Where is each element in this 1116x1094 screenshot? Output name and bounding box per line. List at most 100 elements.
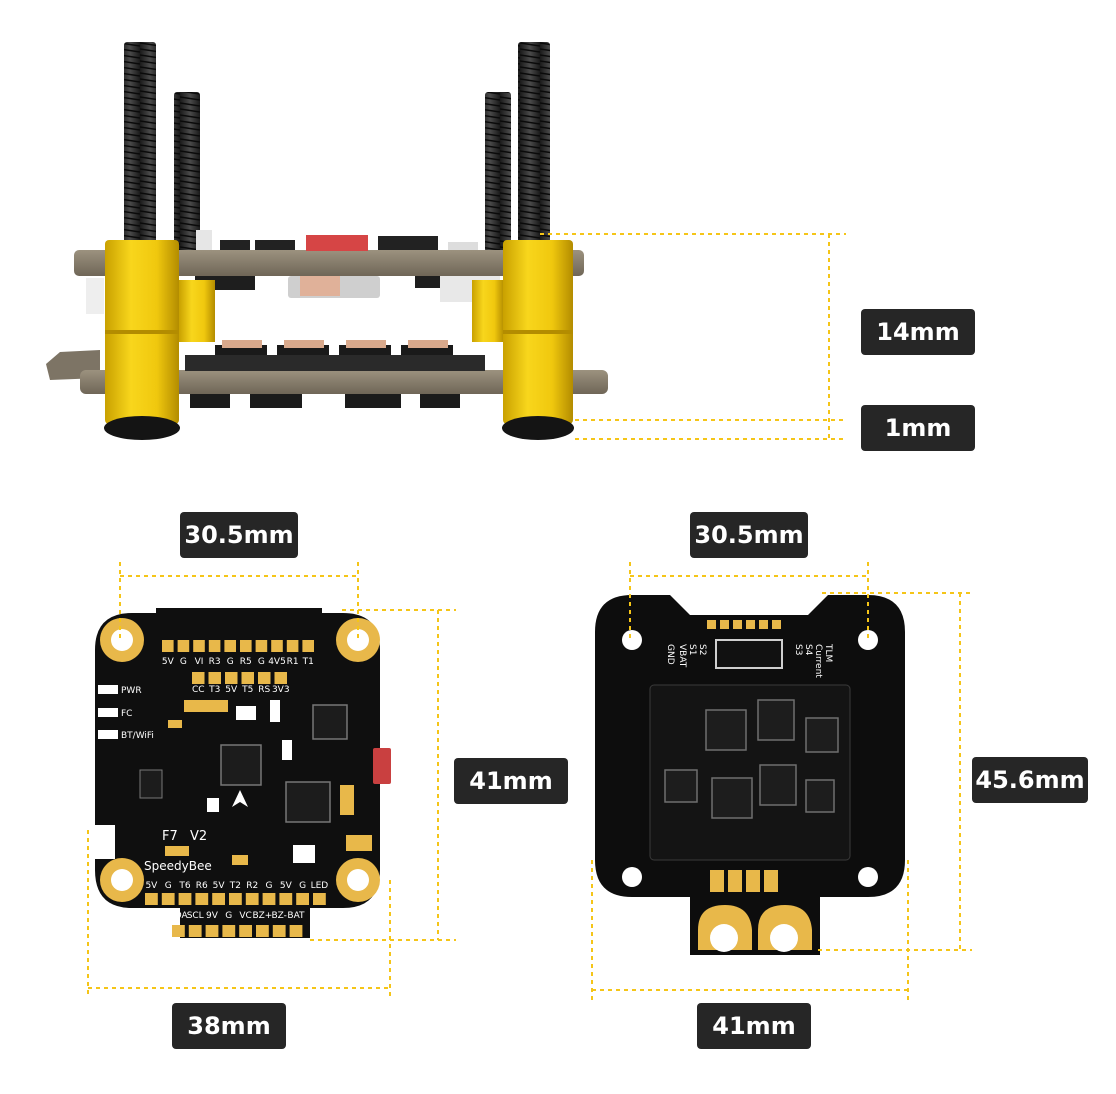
pad-label: LED [311, 881, 329, 891]
pad-label: G [227, 657, 234, 667]
pad-label: 5V [280, 881, 293, 891]
pad-label: R2 [246, 881, 258, 891]
fc-model: F7 [162, 829, 178, 844]
solder-pad [193, 640, 205, 652]
pad-label: G [299, 881, 306, 891]
pad-label: G [225, 911, 232, 921]
fc-brand: SpeedyBee [144, 859, 212, 873]
pad-label: G [165, 881, 172, 891]
led-label-pwr: PWR [121, 686, 142, 696]
pad-label: 5V [213, 881, 226, 891]
label-esc-width: 41mm [697, 1003, 811, 1049]
pad-label: R3 [209, 657, 221, 667]
pad-label: SCL [187, 911, 204, 921]
pad-label: RS [258, 685, 270, 695]
solder-pad [212, 893, 225, 905]
esc-connector-label: S1 [687, 644, 697, 655]
pad-label: T1 [302, 657, 314, 667]
solder-pad [245, 893, 259, 905]
pad-label: BZ- [271, 911, 286, 921]
pad-label: SDA [169, 911, 188, 921]
solder-pad [286, 640, 299, 652]
solder-pad [256, 925, 269, 937]
solder-pad [161, 893, 175, 905]
pad-label: T3 [208, 685, 220, 695]
solder-pad [208, 672, 221, 684]
esc-connector-label: S2 [697, 644, 707, 655]
solder-pad [302, 640, 314, 652]
led-label-fc: FC [121, 709, 132, 719]
pad-label: 5V [145, 881, 158, 891]
pad-label: G [258, 657, 265, 667]
solder-pad [272, 925, 286, 937]
stack-height-guides [540, 233, 846, 440]
solder-pad [192, 672, 205, 684]
solder-pad [279, 893, 293, 905]
solder-pad [178, 893, 192, 905]
pad-label: T6 [178, 881, 190, 891]
esc-connector-label: TLM [823, 643, 833, 662]
solder-pad [205, 925, 219, 937]
solder-pad [262, 893, 276, 905]
label-gap-height: 1mm [861, 405, 975, 451]
pad-label: CC [192, 685, 205, 695]
stack-side-view [46, 42, 608, 440]
pad-label: T5 [241, 685, 253, 695]
solder-pad [162, 640, 174, 652]
label-fc-mount-spacing: 30.5mm [180, 512, 298, 558]
pad-label: R5 [240, 657, 252, 667]
pad-label: VI [195, 657, 204, 667]
solder-pad [222, 925, 236, 937]
solder-pad [195, 893, 209, 905]
label-fc-height: 41mm [454, 758, 568, 804]
pad-label: R1 [287, 657, 299, 667]
solder-pad [241, 672, 254, 684]
esc-dimension-guides [591, 562, 972, 1000]
solder-pad [296, 893, 309, 905]
label-stack-height: 14mm [861, 309, 975, 355]
solder-pad [255, 640, 268, 652]
solder-pad [240, 640, 252, 652]
pad-label: 5V [162, 657, 175, 667]
solder-pad [172, 925, 185, 937]
solder-pad [177, 640, 190, 652]
solder-pad [274, 672, 287, 684]
esc-connector-label: S4 [803, 644, 813, 656]
solder-pad [258, 672, 271, 684]
solder-pad [145, 893, 158, 905]
solder-pad [208, 640, 221, 652]
esc-connector-label: VBAT [677, 644, 687, 668]
esc-connector-label: GND [665, 644, 675, 665]
pad-label: BAT [287, 911, 305, 921]
pad-label: 3V3 [272, 685, 290, 695]
solder-pad [271, 640, 283, 652]
fc-version: V2 [190, 829, 207, 844]
solder-pad [225, 672, 238, 684]
label-fc-width: 38mm [172, 1003, 286, 1049]
pad-label: G [180, 657, 187, 667]
pad-label: T2 [229, 881, 241, 891]
pad-label: 9V [206, 911, 219, 921]
label-esc-height: 45.6mm [972, 757, 1088, 803]
solder-pad [313, 893, 326, 905]
solder-pad [224, 640, 236, 652]
pad-label: VC [239, 911, 251, 921]
pad-label: BZ+ [252, 911, 272, 921]
label-esc-mount-spacing: 30.5mm [690, 512, 808, 558]
pad-label: 5V [225, 685, 238, 695]
esc-connector-label: S3 [793, 644, 803, 655]
solder-pad [229, 893, 242, 905]
pad-label: R6 [196, 881, 208, 891]
led-label-bt-wifi: BT/WiFi [121, 731, 154, 741]
pad-label: 4V5 [268, 657, 286, 667]
solder-pad [188, 925, 202, 937]
pad-label: G [266, 881, 273, 891]
esc-connector-label: Current [813, 644, 823, 678]
solder-pad [239, 925, 252, 937]
fc-dimension-guides [87, 562, 456, 998]
solder-pad [289, 925, 303, 937]
